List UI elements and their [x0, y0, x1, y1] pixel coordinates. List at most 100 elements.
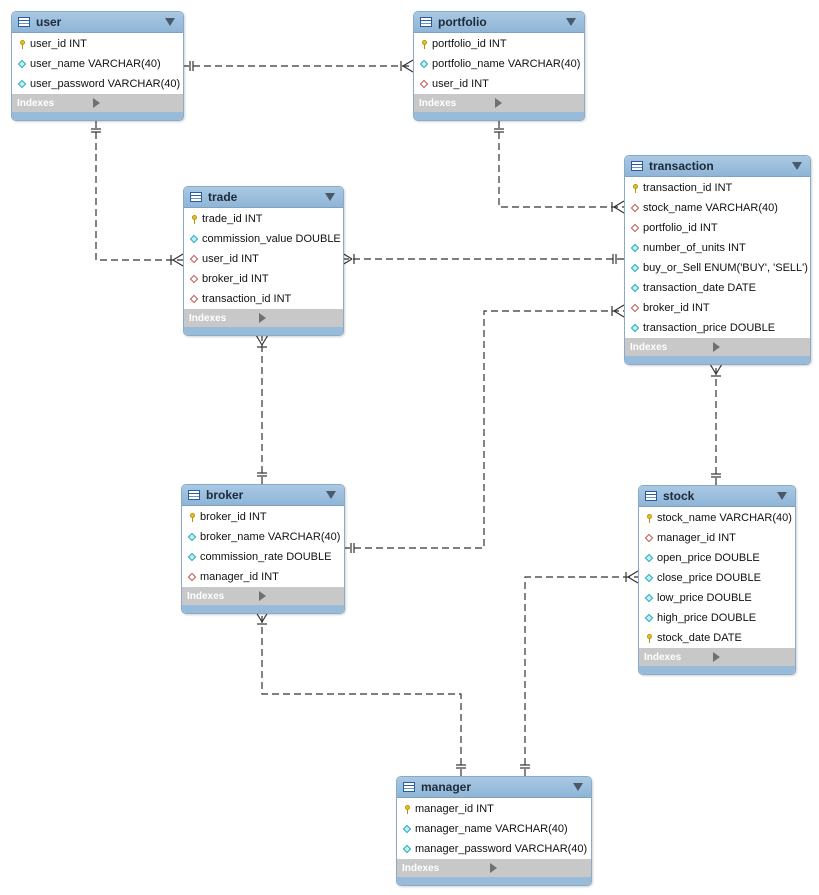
column-row[interactable]: broker_id INT	[182, 507, 344, 527]
column-label: transaction_id INT	[643, 182, 733, 194]
expand-arrow-icon[interactable]	[258, 591, 338, 601]
column-row[interactable]: user_name VARCHAR(40)	[12, 54, 183, 74]
column-row[interactable]: user_id INT	[184, 249, 343, 269]
table-header[interactable]: user	[12, 12, 183, 33]
expand-arrow-icon[interactable]	[259, 313, 336, 323]
column-row[interactable]: trade_id INT	[184, 209, 343, 229]
indexes-section[interactable]: Indexes	[625, 338, 810, 356]
red-diamond-icon	[187, 572, 197, 582]
indexes-section[interactable]: Indexes	[639, 648, 795, 666]
column-row[interactable]: broker_id INT	[184, 269, 343, 289]
column-list: trade_id INT commission_value DOUBLE user_…	[184, 208, 343, 309]
collapse-caret-icon[interactable]	[326, 491, 336, 499]
column-row[interactable]: portfolio_id INT	[414, 34, 584, 54]
column-row[interactable]: stock_date DATE	[639, 628, 795, 648]
column-row[interactable]: user_id INT	[414, 74, 584, 94]
key-icon	[187, 512, 197, 522]
column-label: commission_value DOUBLE	[202, 233, 341, 245]
many-cardinality-marker	[627, 576, 639, 584]
column-label: transaction_id INT	[202, 293, 292, 305]
table-header[interactable]: stock	[639, 486, 795, 507]
table-footer	[182, 605, 344, 613]
key-icon	[644, 633, 654, 643]
column-label: stock_name VARCHAR(40)	[657, 512, 792, 524]
column-row[interactable]: low_price DOUBLE	[639, 588, 795, 608]
table-stock[interactable]: stock stock_name VARCHAR(40) manager_id IN…	[638, 485, 796, 675]
red-diamond-icon	[630, 223, 640, 233]
column-row[interactable]: commission_rate DOUBLE	[182, 547, 344, 567]
expand-arrow-icon[interactable]	[712, 652, 789, 662]
expand-arrow-icon[interactable]	[489, 863, 585, 873]
relationship-broker-transaction	[343, 310, 624, 549]
column-row[interactable]: number_of_units INT	[625, 238, 810, 258]
table-header[interactable]: manager	[397, 777, 591, 798]
column-row[interactable]: transaction_price DOUBLE	[625, 318, 810, 338]
table-title: manager	[421, 780, 472, 794]
table-footer	[184, 327, 343, 335]
collapse-caret-icon[interactable]	[777, 492, 787, 500]
column-row[interactable]: close_price DOUBLE	[639, 568, 795, 588]
table-portfolio[interactable]: portfolio portfolio_id INT portfolio_name …	[413, 11, 585, 121]
cyan-diamond-icon	[644, 573, 654, 583]
expand-arrow-icon[interactable]	[93, 98, 176, 108]
column-row[interactable]: transaction_date DATE	[625, 278, 810, 298]
collapse-caret-icon[interactable]	[573, 783, 583, 791]
cyan-diamond-icon	[187, 532, 197, 542]
column-row[interactable]: commission_value DOUBLE	[184, 229, 343, 249]
column-row[interactable]: broker_name VARCHAR(40)	[182, 527, 344, 547]
collapse-caret-icon[interactable]	[165, 18, 175, 26]
table-header[interactable]: broker	[182, 485, 344, 506]
table-header[interactable]: trade	[184, 187, 343, 208]
cyan-diamond-icon	[644, 553, 654, 563]
indexes-section[interactable]: Indexes	[397, 859, 591, 877]
column-row[interactable]: user_password VARCHAR(40)	[12, 74, 183, 94]
table-trade[interactable]: trade trade_id INT commission_value DOUBLE…	[183, 186, 344, 336]
column-row[interactable]: open_price DOUBLE	[639, 548, 795, 568]
column-row[interactable]: manager_password VARCHAR(40)	[397, 839, 591, 859]
collapse-caret-icon[interactable]	[566, 18, 576, 26]
table-transaction[interactable]: transaction transaction_id INT stock_name …	[624, 155, 811, 365]
column-row[interactable]: manager_id INT	[182, 567, 344, 587]
column-row[interactable]: buy_or_Sell ENUM('BUY', 'SELL')	[625, 258, 810, 278]
cyan-diamond-icon	[187, 552, 197, 562]
column-label: transaction_date DATE	[643, 282, 756, 294]
many-cardinality-marker	[172, 253, 184, 261]
indexes-label: Indexes	[17, 97, 55, 109]
column-row[interactable]: transaction_id INT	[184, 289, 343, 309]
indexes-section[interactable]: Indexes	[414, 94, 584, 112]
column-row[interactable]: manager_id INT	[639, 528, 795, 548]
indexes-section[interactable]: Indexes	[12, 94, 183, 112]
indexes-section[interactable]: Indexes	[184, 309, 343, 327]
indexes-section[interactable]: Indexes	[182, 587, 344, 605]
column-label: portfolio_name VARCHAR(40)	[432, 58, 581, 70]
column-row[interactable]: manager_id INT	[397, 799, 591, 819]
column-row[interactable]: user_id INT	[12, 34, 183, 54]
column-label: portfolio_id INT	[432, 38, 507, 50]
collapse-caret-icon[interactable]	[325, 193, 335, 201]
expand-arrow-icon[interactable]	[713, 342, 803, 352]
table-header[interactable]: portfolio	[414, 12, 584, 33]
expand-arrow-icon[interactable]	[494, 98, 578, 108]
column-row[interactable]: portfolio_id INT	[625, 218, 810, 238]
table-header[interactable]: transaction	[625, 156, 810, 177]
column-row[interactable]: portfolio_name VARCHAR(40)	[414, 54, 584, 74]
column-label: number_of_units INT	[643, 242, 746, 254]
many-cardinality-marker	[627, 570, 639, 578]
column-row[interactable]: broker_id INT	[625, 298, 810, 318]
key-icon	[17, 39, 27, 49]
collapse-caret-icon[interactable]	[792, 162, 802, 170]
column-row[interactable]: stock_name VARCHAR(40)	[625, 198, 810, 218]
column-label: close_price DOUBLE	[657, 572, 761, 584]
table-title: trade	[208, 190, 238, 204]
table-footer	[397, 877, 591, 885]
column-row[interactable]: high_price DOUBLE	[639, 608, 795, 628]
column-row[interactable]: transaction_id INT	[625, 178, 810, 198]
column-row[interactable]: stock_name VARCHAR(40)	[639, 508, 795, 528]
column-row[interactable]: manager_name VARCHAR(40)	[397, 819, 591, 839]
